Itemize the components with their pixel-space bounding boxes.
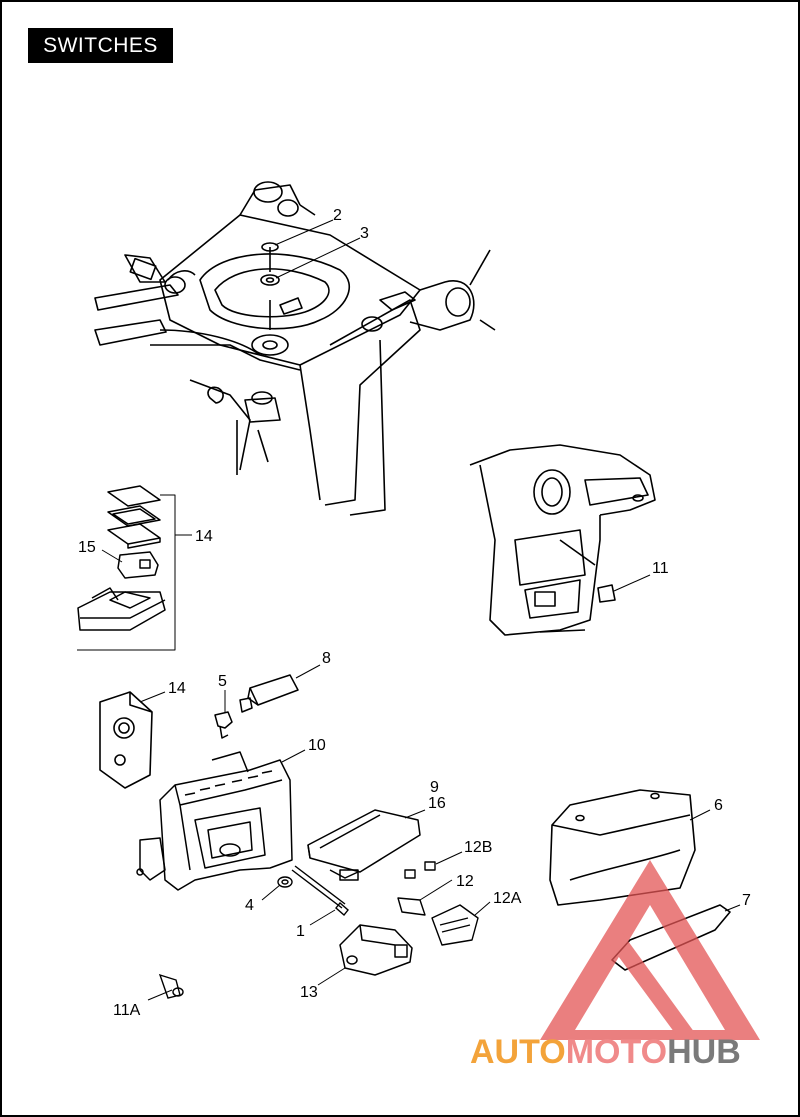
cover-14-illustration [99,691,153,789]
callout-14-cover: 14 [168,680,186,697]
watermark-auto: AUTO [470,1033,566,1071]
watermark-moto: MOTO [566,1033,667,1071]
callout-12: 12 [456,873,474,890]
watermark-logo [540,860,760,1040]
callout-15: 15 [78,539,96,556]
page-title: SWITCHES [28,28,173,63]
fuses-illustration [397,861,479,946]
fuse-box-10-illustration [136,751,293,891]
callout-12A: 12A [493,890,522,907]
callout-13: 13 [300,984,318,1001]
kit-bracket-illustration [77,485,176,651]
sensor-11a-illustration [158,973,184,999]
screw-washer-illustration [277,865,349,917]
callout-9: 9 [430,779,439,796]
callout-16: 16 [428,795,446,812]
callout-10: 10 [308,737,326,754]
switch-5-8-illustration [214,674,299,739]
fairing-illustration [469,444,656,636]
watermark-hub: HUB [667,1033,741,1071]
callout-5: 5 [218,673,227,690]
callout-3: 3 [360,225,369,242]
callout-1: 1 [296,923,305,940]
callout-4: 4 [245,897,254,914]
callout-2: 2 [333,207,342,224]
frame-assembly-illustration [94,181,496,516]
watermark-text: AUTOMOTOHUB [470,1033,741,1071]
callout-8: 8 [322,650,331,667]
module-9-16-illustration [307,809,421,881]
leader-lines [101,219,741,1001]
callout-14-kit: 14 [195,528,213,545]
callout-6: 6 [714,797,723,814]
callout-11A: 11A [113,1002,141,1019]
callout-11: 11 [652,560,669,577]
callout-12B: 12B [464,839,492,856]
callout-7: 7 [742,892,751,909]
watermark-triangle-icon [540,860,760,1040]
relay-13-illustration [339,924,413,976]
cover-6-illustration [549,789,731,971]
